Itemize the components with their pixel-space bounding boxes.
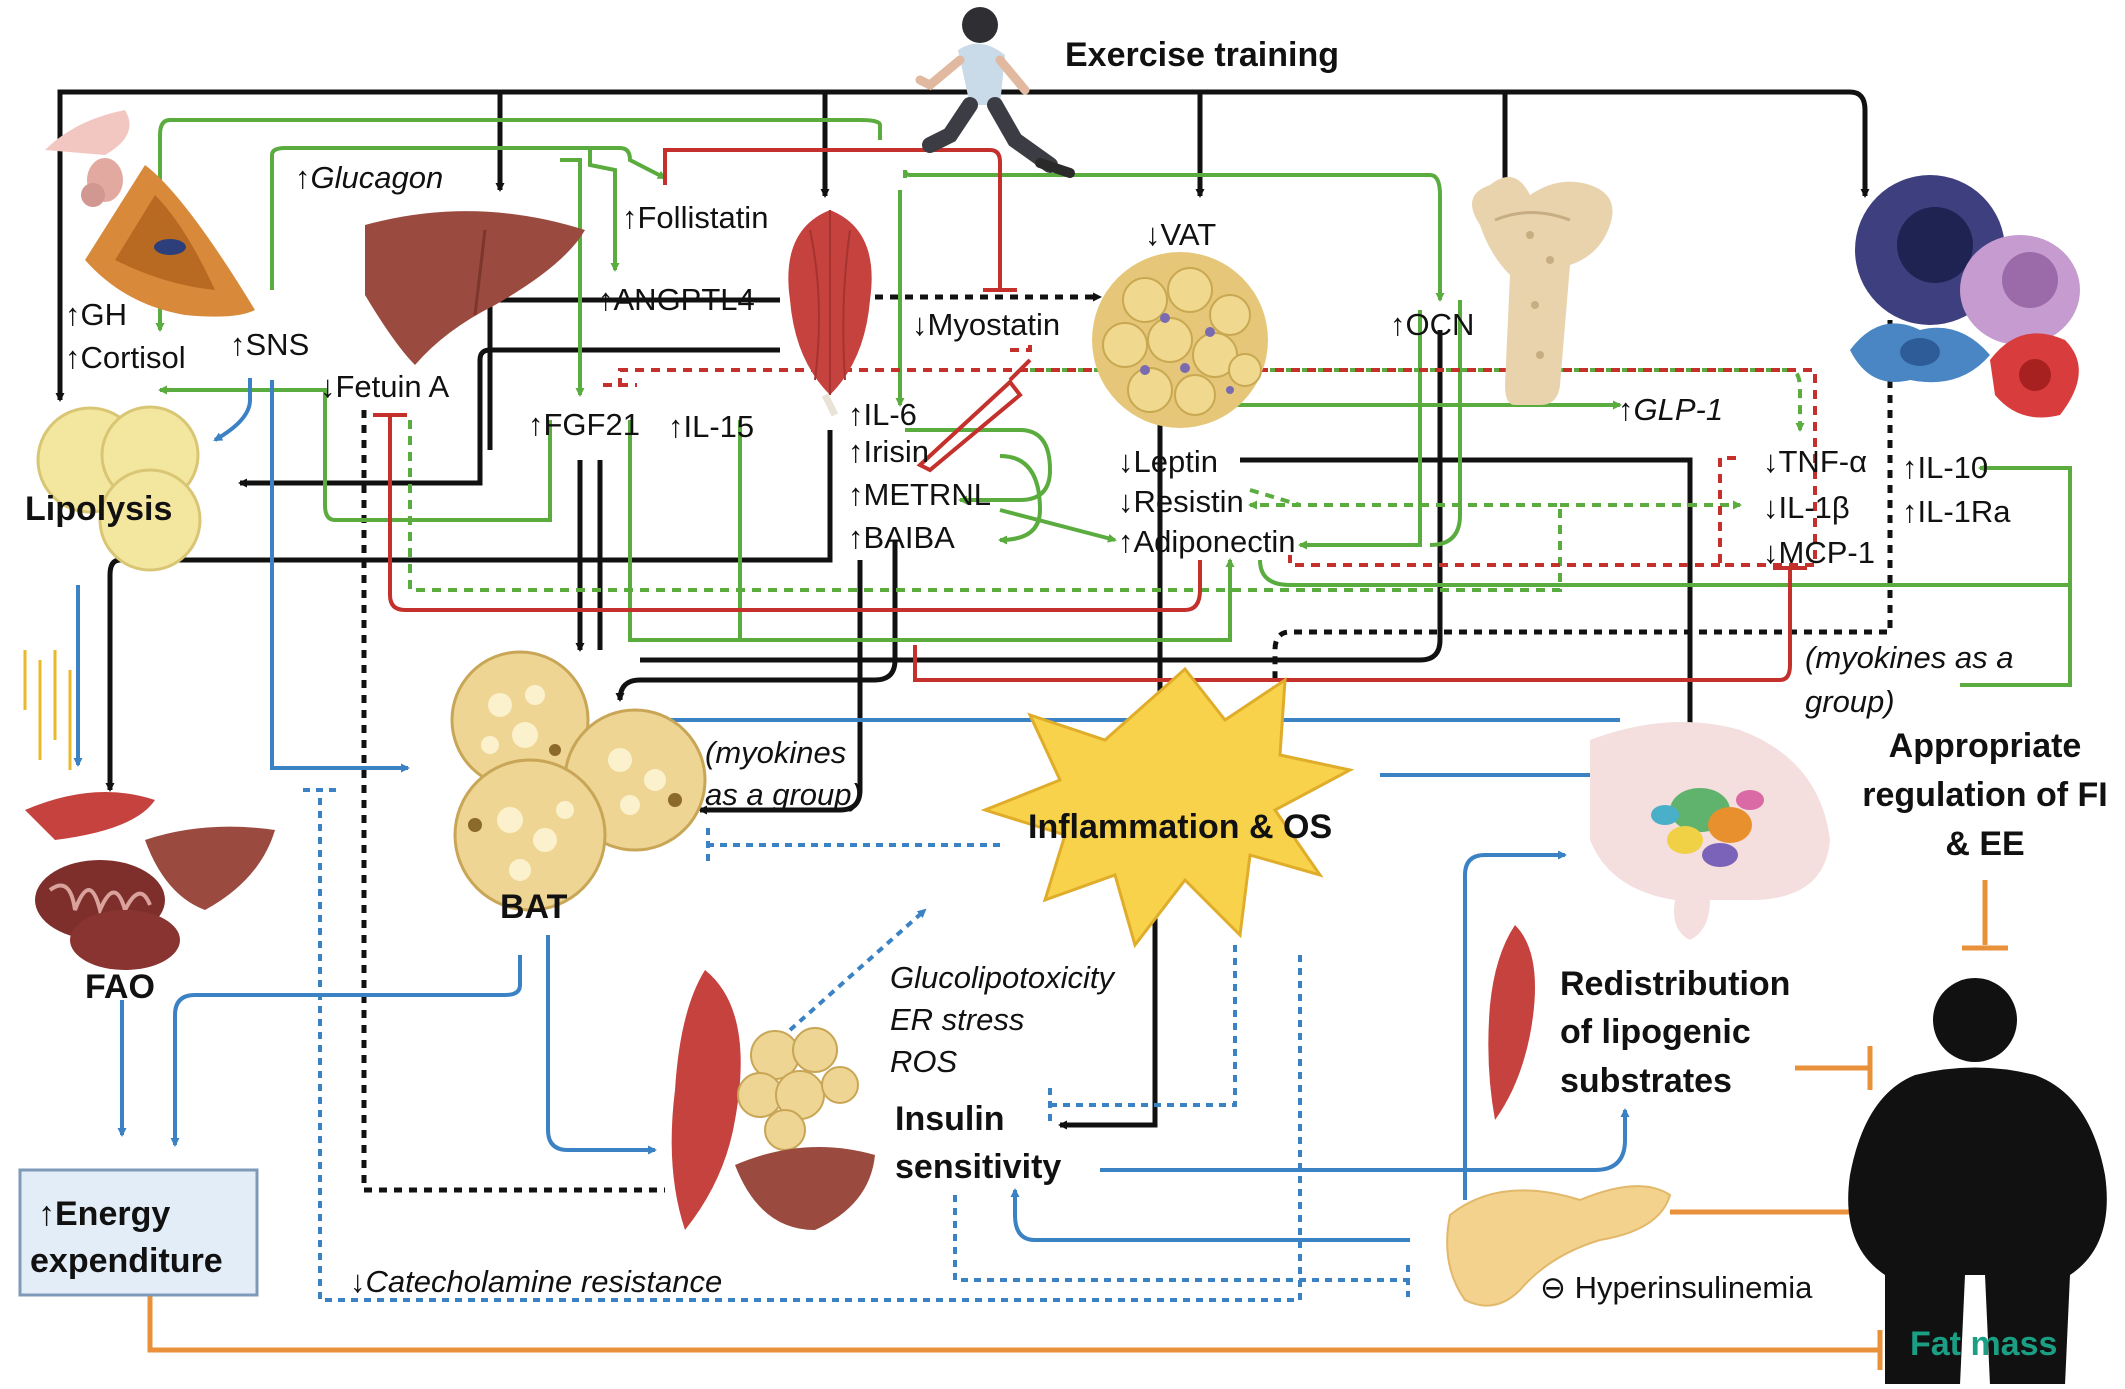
label-hyperinsulinemia: ⊖ Hyperinsulinemia [1540,1270,1813,1305]
label-tnf: ↓TNF-α [1763,444,1867,479]
pancreas-icon [1446,1185,1672,1307]
label-glucolipotoxicity: Glucolipotoxicity [890,960,1116,995]
brown-adipose-icon [450,650,707,912]
label-il1b: ↓IL-1β [1763,490,1850,525]
label-adiponectin: ↑Adiponectin [1118,524,1296,559]
white-adipocytes-icon [36,405,202,572]
label-myokines-group-1: (myokines [705,735,846,770]
connections-red [373,148,1807,682]
label-baiba: ↑BAIBA [848,520,955,555]
labels: Exercise training ↑GH ↑Cortisol ↑SNS ↑Gl… [25,36,2108,1363]
pituitary-icon [45,110,130,207]
arm-muscle-icon [1488,925,1535,1120]
label-irisin: ↑Irisin [848,434,929,469]
label-metrnl: ↑METRNL [848,477,991,512]
label-il10: ↑IL-10 [1902,450,1988,485]
label-leptin: ↓Leptin [1118,444,1218,479]
label-redistribution-line3: substrates [1560,1062,1732,1100]
label-energy-line2: expenditure [30,1242,223,1280]
adrenal-gland-icon [85,165,255,317]
muscle-icon [788,210,872,417]
inflammation-star [980,666,1355,949]
label-insulin-line1: Insulin [895,1100,1005,1138]
label-fetuin-a: ↓Fetuin A [320,369,450,404]
label-fao: FAO [85,968,155,1006]
label-lipolysis: Lipolysis [25,490,172,528]
label-ros: ROS [890,1044,958,1079]
label-glucagon: ↑Glucagon [295,160,443,195]
label-insulin-line2: sensitivity [895,1148,1061,1186]
label-appropriate-line1: Appropriate [1889,727,2082,765]
label-glp1: ↑GLP-1 [1618,392,1723,427]
label-gh: ↑GH [65,297,127,332]
label-bat: BAT [500,888,568,926]
label-fat-mass: Fat mass [1910,1325,2057,1363]
label-appropriate-line3: & EE [1945,825,2024,863]
label-cortisol: ↑Cortisol [65,340,186,375]
label-il6: ↑IL-6 [848,397,917,432]
label-appropriate-line2: regulation of FI [1862,776,2108,814]
label-sns: ↑SNS [230,327,309,362]
muscle-liver-mitochondria-icon [25,792,275,970]
label-myokines-group-2: as a group) [705,777,862,812]
label-myokines-group-4: group) [1805,684,1895,719]
label-il1ra: ↑IL-1Ra [1902,494,2011,529]
label-energy-line1: ↑Energy [38,1195,170,1233]
connections-black-dashed [361,292,1893,1193]
bone-icon [1472,177,1613,405]
nerve-fibers-icon [23,650,72,770]
connections-blue [73,378,1630,1242]
human-silhouette-icon [1848,978,2107,1385]
label-ocn: ↑OCN [1390,307,1474,342]
label-redistribution-line2: of lipogenic [1560,1013,1751,1051]
label-redistribution-line1: Redistribution [1560,965,1790,1003]
energy-expenditure-box [18,1168,259,1297]
connections-red-dashed [603,340,1817,567]
label-myokines-group-3: (myokines as a [1805,640,2013,675]
runner-icon [915,7,1075,178]
label-resistin: ↓Resistin [1118,484,1244,519]
hypothalamus-icon [1590,722,1830,940]
liver-icon [365,211,585,365]
label-catecholamine: ↓Catecholamine resistance [350,1264,722,1299]
label-follistatin: ↑Follistatin [622,200,768,235]
label-angptl4: ↑ANGPTL4 [598,282,755,317]
immune-cells-icon [1850,175,2080,418]
label-il15: ↑IL-15 [668,409,754,444]
muscle-fat-liver-icon [671,970,875,1230]
label-er-stress: ER stress [890,1002,1024,1037]
label-vat: ↓VAT [1145,217,1216,252]
label-fgf21: ↑FGF21 [528,407,640,442]
connections-blue-dashed [303,788,1410,1302]
visceral-fat-icon [1092,252,1268,428]
label-mcp1: ↓MCP-1 [1763,535,1875,570]
label-inflammation: Inflammation & OS [1028,808,1332,846]
label-myostatin: ↓Myostatin [912,307,1060,342]
title: Exercise training [1065,36,1339,74]
